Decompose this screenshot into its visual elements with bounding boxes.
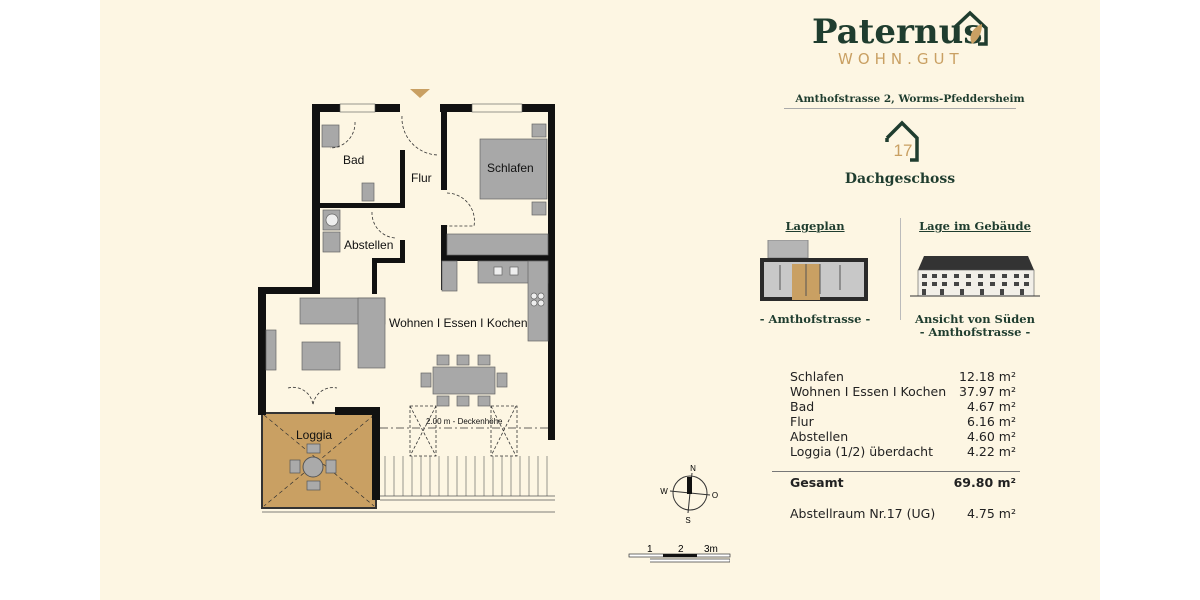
area-row: Bad 4.67 m²	[790, 399, 1016, 414]
room-name: Flur	[790, 414, 814, 429]
lageplan-title: Lageplan	[785, 219, 845, 233]
scale-bar	[650, 558, 730, 563]
room-label-flur: Flur	[411, 171, 432, 185]
compass-n: N	[690, 464, 696, 473]
room-area: 6.16 m²	[967, 414, 1016, 429]
walls	[258, 104, 555, 500]
room-label-loggia: Loggia	[296, 428, 332, 442]
divider	[784, 108, 1016, 109]
compass-o: O	[712, 491, 718, 500]
building-elevation-image	[910, 256, 1040, 297]
entrance-marker-icon	[410, 89, 430, 98]
room-area: 4.67 m²	[967, 399, 1016, 414]
compass-icon: N S W O	[660, 464, 718, 525]
room-name: Abstellen	[790, 429, 849, 444]
lage-gebaeude-caption-street: - Amthofstrasse -	[919, 325, 1031, 339]
extra-value: 4.75 m²	[967, 506, 1016, 521]
doors	[287, 115, 548, 457]
scale-bar: 1 2 3m	[628, 544, 731, 558]
area-row: Flur 6.16 m²	[790, 414, 1016, 429]
area-row: Wohnen I Essen I Kochen 37.97 m²	[790, 384, 1016, 399]
brand-logo: Paternus	[812, 12, 983, 52]
divider	[772, 471, 1020, 472]
compass-and-scale: N S W O	[650, 464, 730, 563]
room-area: 37.97 m²	[959, 384, 1016, 399]
floor-title: Dachgeschoss	[844, 171, 956, 187]
scale-label: 2	[678, 544, 684, 555]
room-area: 4.60 m²	[967, 429, 1016, 444]
extra-label: Abstellraum Nr.17 (UG)	[790, 506, 936, 521]
compass-s: S	[685, 516, 690, 525]
room-name: Loggia (1/2) überdacht	[790, 444, 933, 459]
room-label-bad: Bad	[343, 153, 364, 167]
room-label-wohnen: Wohnen I Essen I Kochen	[389, 316, 528, 330]
lageplan-caption: - Amthofstrasse -	[759, 312, 871, 326]
ceiling-height-label: 2.00 m - Deckenhöhe	[426, 417, 503, 426]
lage-gebaeude-caption: Ansicht von Süden	[915, 312, 1035, 326]
room-name: Wohnen I Essen I Kochen	[790, 384, 947, 399]
area-row: Abstellen 4.60 m²	[790, 429, 1016, 444]
total-row: Gesamt 69.80 m²	[790, 475, 1016, 490]
room-label-abstellen: Abstellen	[344, 238, 393, 252]
floor-plan: Bad Flur Schlafen Abstellen Wohnen I Ess…	[258, 89, 555, 513]
area-row: Schlafen 12.18 m²	[790, 369, 1016, 384]
room-area: 4.22 m²	[967, 444, 1016, 459]
area-row: Loggia (1/2) überdacht 4.22 m²	[790, 444, 1016, 459]
furniture	[265, 123, 549, 407]
lage-gebaeude-title: Lage im Gebäude	[919, 219, 1031, 233]
total-label: Gesamt	[790, 475, 844, 490]
room-name: Bad	[790, 399, 815, 414]
divider	[900, 218, 901, 320]
unit-number: 17	[894, 141, 913, 160]
balustrade	[262, 495, 555, 513]
total-value: 69.80 m²	[953, 475, 1016, 490]
room-label-schlafen: Schlafen	[487, 161, 534, 175]
house-icon: 17	[885, 120, 919, 162]
logo-house-icon	[952, 10, 988, 46]
extra-row: Abstellraum Nr.17 (UG) 4.75 m²	[790, 506, 1016, 521]
brand-subtitle: WOHN.GUT	[838, 50, 964, 68]
scale-label: 3m	[704, 544, 718, 555]
room-name: Schlafen	[790, 369, 844, 384]
address: Amthofstrasse 2, Worms-Pfeddersheim	[795, 93, 1025, 105]
site-plan-image	[760, 240, 868, 301]
scale-label: 1	[647, 544, 653, 555]
compass-w: W	[660, 487, 668, 496]
room-area: 12.18 m²	[959, 369, 1016, 384]
